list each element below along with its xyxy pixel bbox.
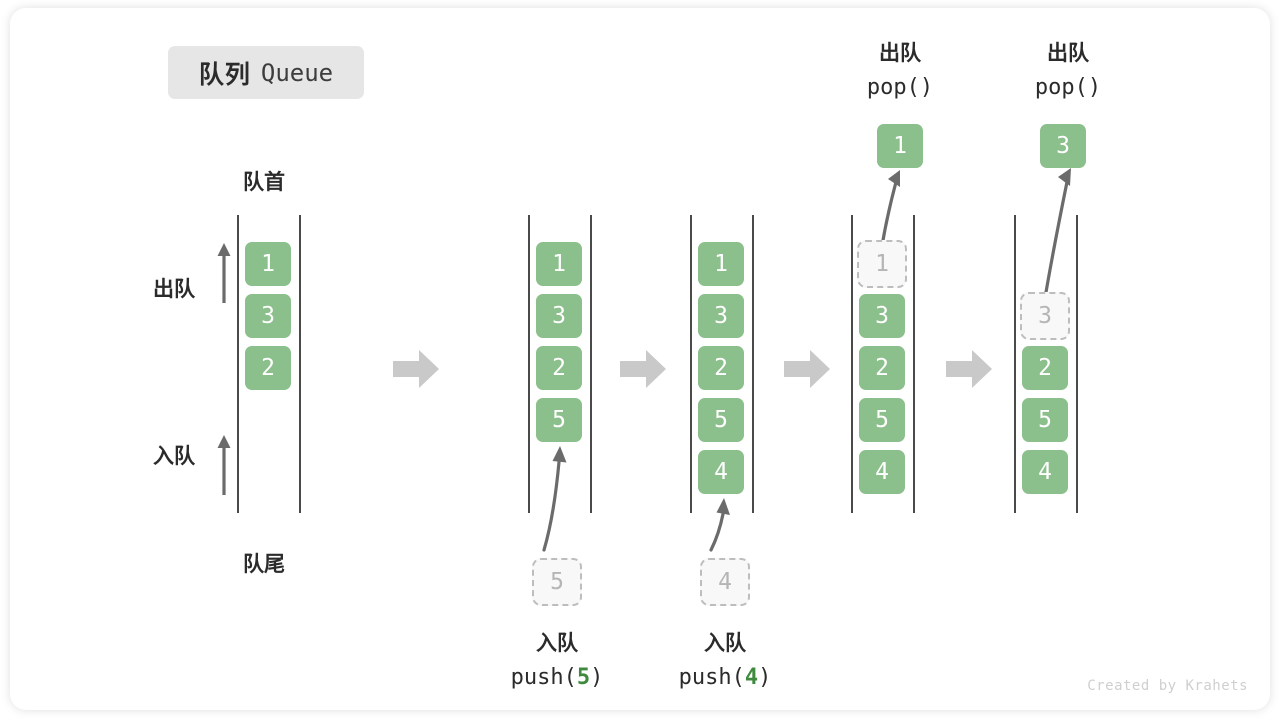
queue-cell: 2 — [243, 344, 293, 392]
queue-rail-right-1 — [299, 215, 301, 513]
step-arrow-icon — [946, 348, 992, 390]
title-badge: 队列 Queue — [168, 46, 364, 99]
queue-cell: 2 — [857, 344, 907, 392]
queue-cell-new: 4 — [696, 448, 746, 496]
queue-rail-left-3 — [690, 215, 692, 513]
queue-cell: 4 — [857, 448, 907, 496]
pop-label-cn: 出队 — [1047, 42, 1089, 65]
push-label-cn: 入队 — [536, 632, 578, 655]
incoming-ghost-cell: 5 — [532, 558, 582, 606]
push-arrow — [688, 494, 748, 552]
queue-rail-left-2 — [528, 215, 530, 513]
queue-rail-right-2 — [590, 215, 592, 513]
removed-ghost-cell: 1 — [857, 240, 907, 288]
queue-cell: 5 — [696, 396, 746, 444]
pop-operation-label-1: 出队 pop() — [820, 38, 980, 105]
title-cn: 队列 — [198, 60, 251, 89]
queue-rail-right-4 — [913, 215, 915, 513]
diagram-card: 队列 Queue 队首 1 3 2 出队 入队 队尾 1 3 2 5 — [10, 8, 1270, 710]
pop-arrow — [858, 168, 918, 248]
credit-text: Created by Krahets — [1087, 678, 1248, 694]
queue-cell: 3 — [534, 292, 584, 340]
queue-cell-new: 5 — [534, 396, 584, 444]
queue-cell: 3 — [243, 292, 293, 340]
push-code-value: 4 — [744, 664, 759, 690]
dequeue-direction-arrow — [215, 241, 233, 303]
queue-rail-left-1 — [237, 215, 239, 513]
push-code-suffix: ) — [590, 664, 604, 690]
dequeue-side-label: 出队 — [153, 278, 195, 301]
push-code-prefix: push( — [510, 664, 577, 690]
push-code-suffix: ) — [758, 664, 772, 690]
pop-label-code: pop() — [866, 74, 934, 100]
push-label-cn: 入队 — [704, 632, 746, 655]
enqueue-direction-arrow — [215, 433, 233, 495]
queue-cell: 1 — [534, 240, 584, 288]
queue-rail-right-3 — [752, 215, 754, 513]
removed-ghost-cell: 3 — [1020, 292, 1070, 340]
incoming-ghost-cell: 4 — [700, 558, 750, 606]
pop-arrow — [1022, 166, 1092, 306]
push-code-prefix: push( — [678, 664, 745, 690]
queue-cell: 2 — [696, 344, 746, 392]
queue-rail-right-5 — [1076, 215, 1078, 513]
title-en: Queue — [260, 58, 334, 87]
popped-cell: 3 — [1038, 122, 1088, 170]
queue-cell: 5 — [1020, 396, 1070, 444]
queue-cell: 3 — [857, 292, 907, 340]
pop-label-code: pop() — [1034, 74, 1102, 100]
pop-label-cn: 出队 — [879, 42, 921, 65]
push-label-code: push(4) — [645, 661, 805, 695]
step-arrow-icon — [393, 348, 439, 390]
push-label-code: push(5) — [477, 661, 637, 695]
queue-rail-left-4 — [851, 215, 853, 513]
push-arrow — [520, 442, 590, 552]
front-label: 队首 — [243, 171, 285, 194]
popped-cell: 1 — [875, 122, 925, 170]
rear-label: 队尾 — [243, 553, 285, 576]
push-code-value: 5 — [576, 664, 591, 690]
queue-rail-left-5 — [1014, 215, 1016, 513]
queue-cell: 2 — [1020, 344, 1070, 392]
queue-cell: 1 — [243, 240, 293, 288]
queue-cell: 2 — [534, 344, 584, 392]
pop-operation-label-2: 出队 pop() — [988, 38, 1148, 105]
queue-cell: 3 — [696, 292, 746, 340]
push-operation-label-1: 入队 push(5) — [477, 628, 637, 695]
step-arrow-icon — [620, 348, 666, 390]
enqueue-side-label: 入队 — [153, 445, 195, 468]
queue-cell: 1 — [696, 240, 746, 288]
queue-cell: 5 — [857, 396, 907, 444]
push-operation-label-2: 入队 push(4) — [645, 628, 805, 695]
queue-cell: 4 — [1020, 448, 1070, 496]
step-arrow-icon — [784, 348, 830, 390]
